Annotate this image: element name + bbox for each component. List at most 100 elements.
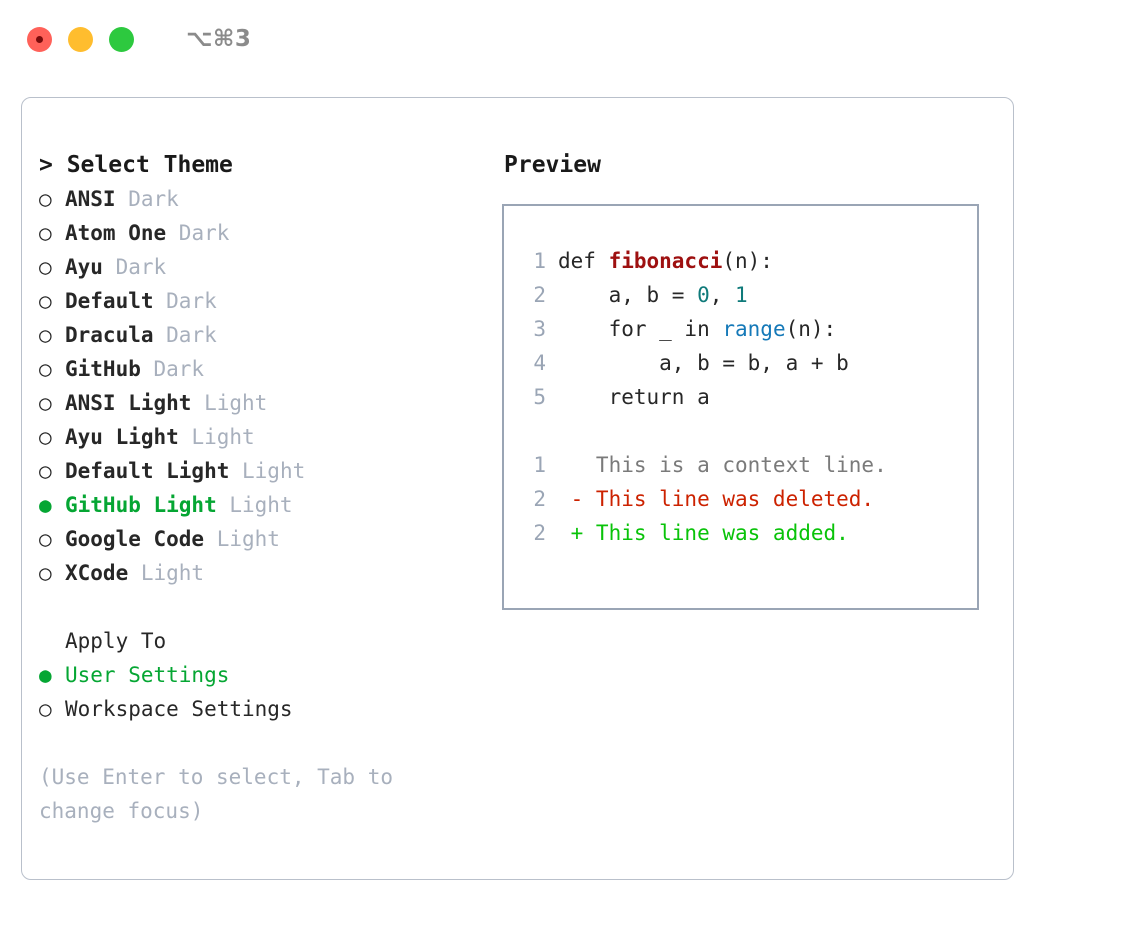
theme-kind-label: Light [178,425,255,449]
code-token: range [722,317,786,341]
keyboard-shortcut-label: ⌥⌘3 [186,26,252,52]
keyboard-hint-text: (Use Enter to select, Tab to change focu… [39,765,406,823]
radio-selected-icon[interactable]: ● [39,493,52,517]
theme-kind-label: Dark [153,289,217,313]
code-line: 2 a, b = 0, 1 [504,278,977,312]
line-number: 2 [533,487,546,511]
apply-to-header: Apply To [65,629,167,653]
theme-name-label: Default Light [65,459,230,483]
theme-name-label: Ayu [65,255,103,279]
theme-list-item[interactable]: ○ Atom One Dark [39,216,502,250]
diff-sample: 1 This is a context line.2 - This line w… [504,448,977,550]
code-line: 1 def fibonacci(n): [504,244,977,278]
preview-title: Preview [504,152,601,178]
theme-name-label: Dracula [65,323,154,347]
page-title: > Select Theme [39,148,502,182]
radio-unselected-icon[interactable]: ○ [39,459,52,483]
diff-line: 1 This is a context line. [504,448,977,482]
line-number: 2 [533,521,546,545]
theme-list-item[interactable]: ●GitHub Light Light [39,488,502,522]
diff-line: 2 - This line was deleted. [504,482,977,516]
theme-name-label: XCode [65,561,129,585]
theme-kind-label: Light [128,561,205,585]
theme-kind-label: Light [216,493,293,517]
code-line: 3 for _ in range(n): [504,312,977,346]
theme-list-item[interactable]: ○ Ayu Light Light [39,420,502,454]
close-button[interactable] [27,26,52,52]
line-number: 3 [533,317,546,341]
traffic-light-group [27,26,134,52]
prompt-caret: > [39,152,67,178]
code-token: 0 [697,283,710,307]
code-token: a, b = [558,283,698,307]
theme-list-item[interactable]: ○ Default Dark [39,284,502,318]
main-panel: > Select Theme ○ANSI Dark○Atom One Dark○… [21,97,1014,880]
theme-kind-label: Dark [102,255,167,279]
theme-kind-label: Dark [140,357,205,381]
diff-line: 2 + This line was added. [504,516,977,550]
radio-unselected-icon[interactable]: ○ [39,425,52,449]
theme-list-item[interactable]: ○ANSI Light Light [39,386,502,420]
code-line: 5 return a [504,380,977,414]
theme-list-item[interactable]: ○ Dracula Dark [39,318,502,352]
code-token: 1 [735,283,748,307]
theme-selection-column: > Select Theme ○ANSI Dark○Atom One Dark○… [22,98,502,879]
radio-unselected-icon[interactable]: ○ [39,527,52,551]
apply-to-option[interactable]: ○Workspace Settings [39,692,502,726]
line-number: 1 [533,453,546,477]
code-token: , [709,283,736,307]
radio-unselected-icon[interactable]: ○ [39,391,52,415]
code-token: fibonacci [608,249,723,273]
theme-name-label: Google Code [65,527,205,551]
line-number: 2 [533,283,546,307]
radio-unselected-icon[interactable]: ○ [39,221,52,245]
window-titlebar: ⌥⌘3 [0,0,1140,78]
diff-text: + This line was added. [558,521,849,545]
theme-kind-label: Dark [153,323,217,347]
theme-list-item[interactable]: ○ GitHub Dark [39,352,502,386]
line-number: 1 [533,249,546,273]
page-title-label: Select Theme [66,152,233,178]
theme-list-item[interactable]: ○ ANSI Dark [39,182,502,216]
apply-to-option[interactable]: ●User Settings [39,658,502,692]
code-token: (n): [785,317,837,341]
theme-list-item[interactable]: ○ Default Light Light [39,454,502,488]
theme-list-item[interactable]: ○ Google Code Light [39,522,502,556]
theme-kind-label: Dark [166,221,230,245]
theme-kind-label: Light [204,527,280,551]
theme-kind-label: Dark [115,187,179,211]
code-line: 4 a, b = b, a + b [504,346,977,380]
radio-unselected-icon[interactable]: ○ [39,561,52,585]
theme-name-label: Ayu Light [65,425,179,449]
radio-unselected-icon[interactable]: ○ [39,323,52,347]
code-token: def [558,249,609,273]
theme-name-label: Default [65,289,154,313]
theme-list-item[interactable]: ○ Ayu Dark [39,250,502,284]
diff-text: This is a context line. [558,453,887,477]
diff-text: - This line was deleted. [558,487,875,511]
code-token: (n): [722,249,773,273]
apply-to-section: Apply To ●User Settings○Workspace Settin… [39,624,502,726]
radio-selected-icon[interactable]: ● [39,663,52,687]
radio-unselected-icon[interactable]: ○ [39,255,52,279]
code-token: for _ in [558,317,723,341]
theme-name-label: Atom One [65,221,167,245]
theme-list-item[interactable]: ○ XCode Light [39,556,502,590]
theme-kind-label: Light [229,459,306,483]
minimize-button[interactable] [68,26,93,52]
radio-unselected-icon[interactable]: ○ [39,357,52,381]
maximize-button[interactable] [109,26,134,52]
radio-unselected-icon[interactable]: ○ [39,289,52,313]
line-number: 5 [533,385,546,409]
apply-to-list: ●User Settings○Workspace Settings [39,658,502,726]
theme-name-label: ANSI [65,187,116,211]
radio-unselected-icon[interactable]: ○ [39,697,52,721]
radio-unselected-icon[interactable]: ○ [39,187,52,211]
theme-kind-label: Light [191,391,268,415]
spacer [504,414,977,448]
close-icon [36,35,43,43]
theme-name-label: GitHub [65,357,141,381]
